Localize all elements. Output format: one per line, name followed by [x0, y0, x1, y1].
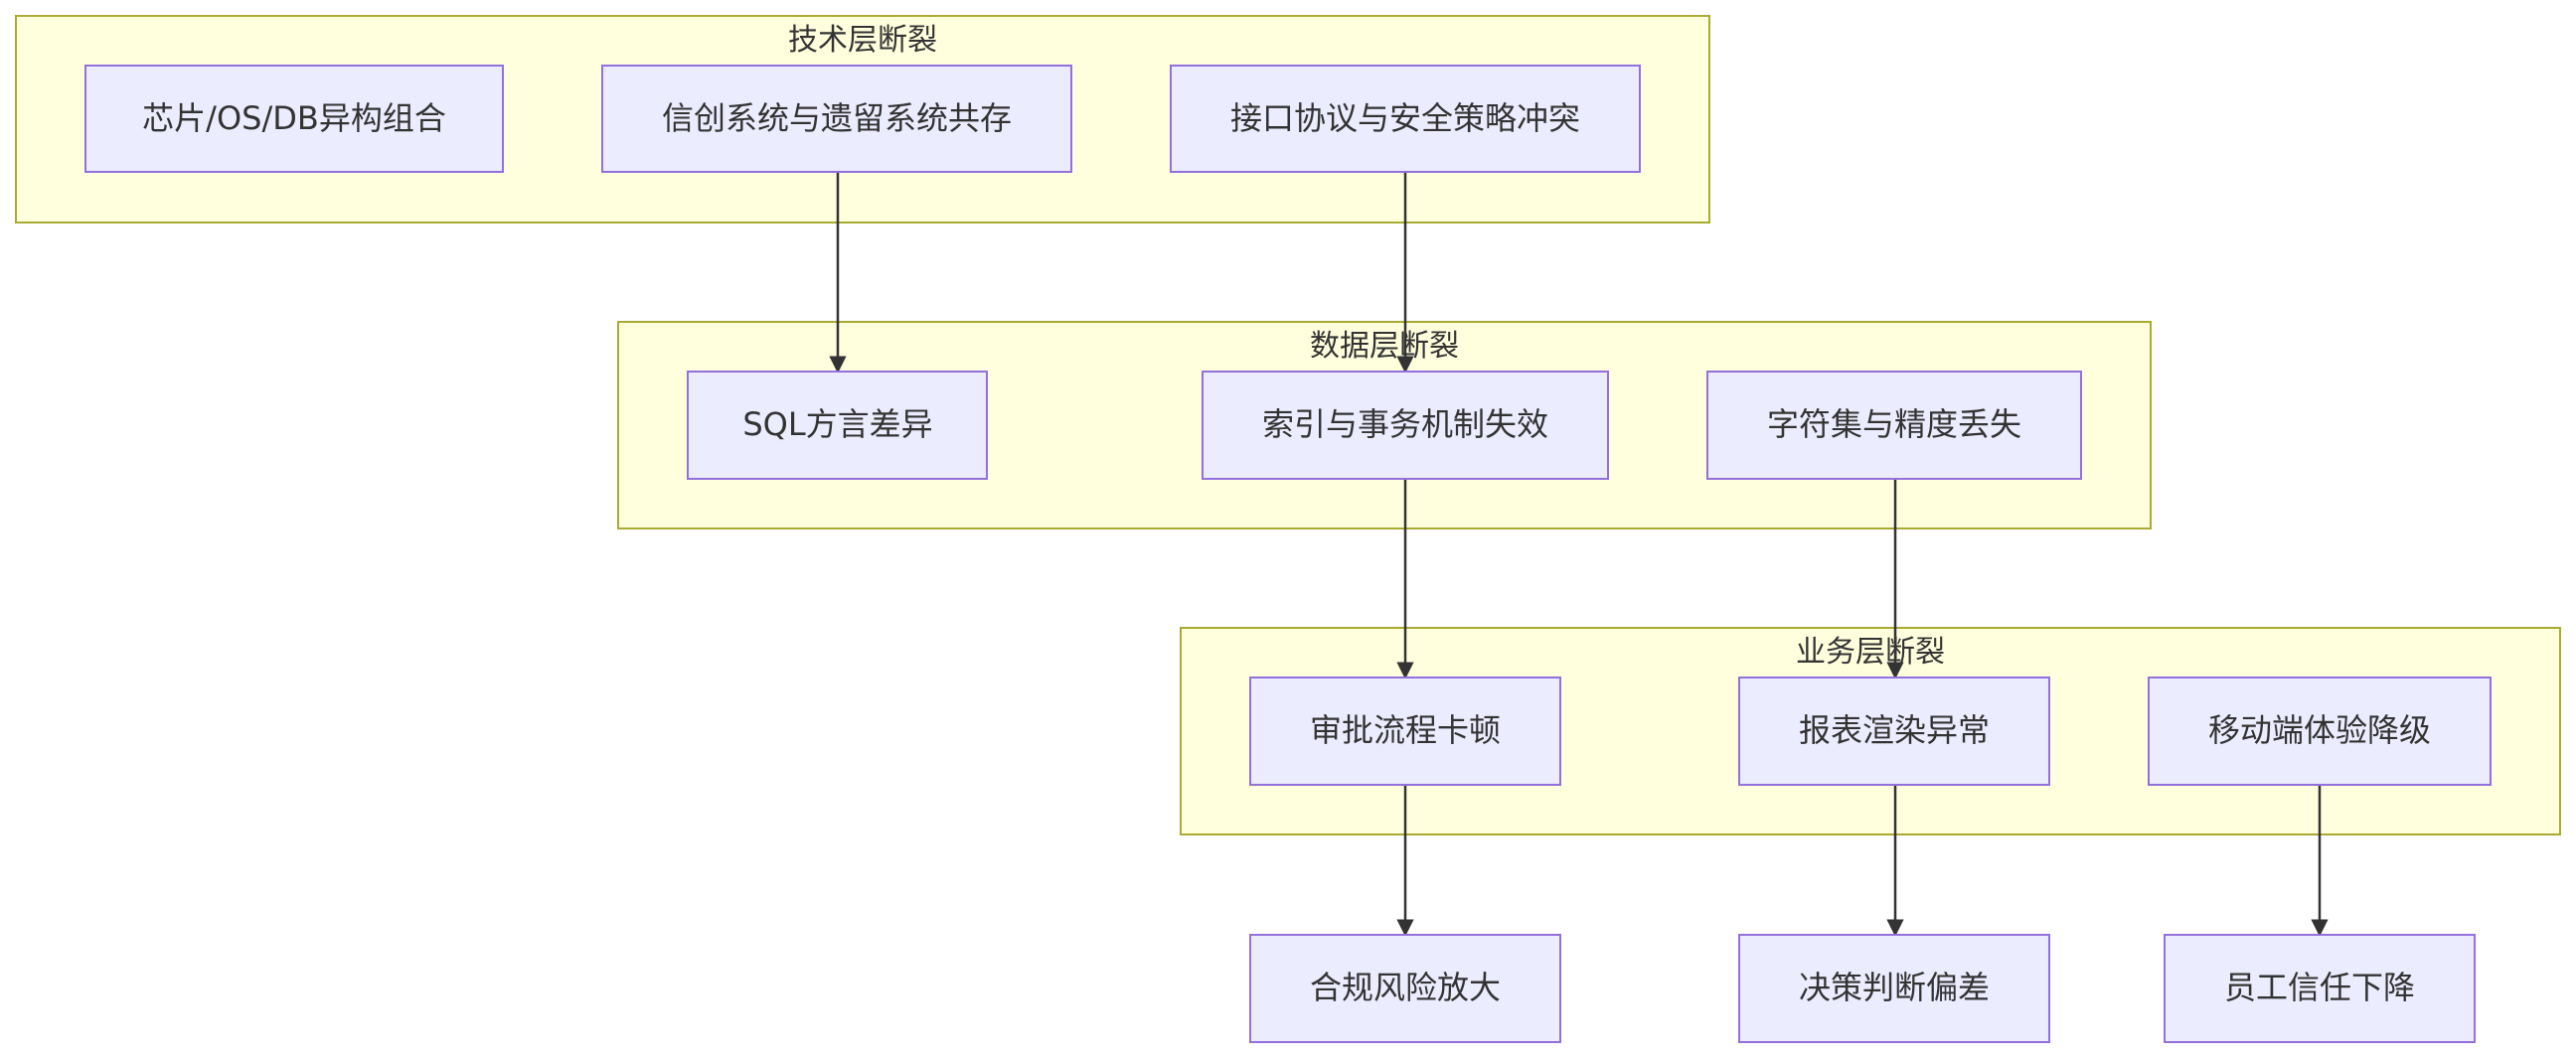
node-box — [1202, 371, 1609, 480]
edges — [829, 172, 2329, 937]
node-sql-dialect[interactable]: SQL方言差异 — [687, 371, 988, 480]
node-label: 索引与事务机制失效 — [1262, 405, 1548, 443]
node-charset-precision[interactable]: 字符集与精度丢失 — [1706, 371, 2082, 480]
node-chip-os-db[interactable]: 芯片/OS/DB异构组合 — [84, 65, 504, 173]
node-box — [2164, 934, 2476, 1043]
node-box — [2148, 677, 2492, 786]
node-approval-lag[interactable]: 审批流程卡顿 — [1249, 677, 1561, 786]
node-box — [1249, 677, 1561, 786]
node-label: 信创系统与遗留系统共存 — [662, 99, 1012, 137]
node-box — [84, 65, 504, 173]
node-label: 芯片/OS/DB异构组合 — [142, 99, 446, 137]
node-trust-decline[interactable]: 员工信任下降 — [2164, 934, 2476, 1043]
cluster-data-label: 数据层断裂 — [1310, 329, 1459, 364]
node-index-transaction[interactable]: 索引与事务机制失效 — [1202, 371, 1609, 480]
node-report-render[interactable]: 报表渲染异常 — [1738, 677, 2050, 786]
node-box — [1249, 934, 1561, 1043]
node-label: 移动端体验降级 — [2208, 711, 2431, 749]
node-box — [1738, 934, 2050, 1043]
node-decision-bias[interactable]: 决策判断偏差 — [1738, 934, 2050, 1043]
node-interface-conflict[interactable]: 接口协议与安全策略冲突 — [1170, 65, 1641, 173]
node-label: 字符集与精度丢失 — [1767, 405, 2021, 443]
node-box — [1706, 371, 2082, 480]
node-label: 决策判断偏差 — [1799, 969, 1990, 1006]
node-box — [687, 371, 988, 480]
node-mobile-degrade[interactable]: 移动端体验降级 — [2148, 677, 2492, 786]
node-coexist[interactable]: 信创系统与遗留系统共存 — [601, 65, 1072, 173]
node-box — [601, 65, 1072, 173]
cluster-tech-label: 技术层断裂 — [788, 23, 937, 58]
node-label: 员工信任下降 — [2224, 969, 2415, 1006]
node-label: 接口协议与安全策略冲突 — [1230, 99, 1580, 137]
node-label: 报表渲染异常 — [1799, 711, 1990, 749]
node-compliance-risk[interactable]: 合规风险放大 — [1249, 934, 1561, 1043]
node-label: 审批流程卡顿 — [1310, 711, 1501, 749]
cluster-business-label: 业务层断裂 — [1796, 635, 1945, 670]
node-box — [1738, 677, 2050, 786]
node-label: SQL方言差异 — [742, 405, 932, 443]
node-label: 合规风险放大 — [1310, 969, 1501, 1006]
node-box — [1170, 65, 1641, 173]
